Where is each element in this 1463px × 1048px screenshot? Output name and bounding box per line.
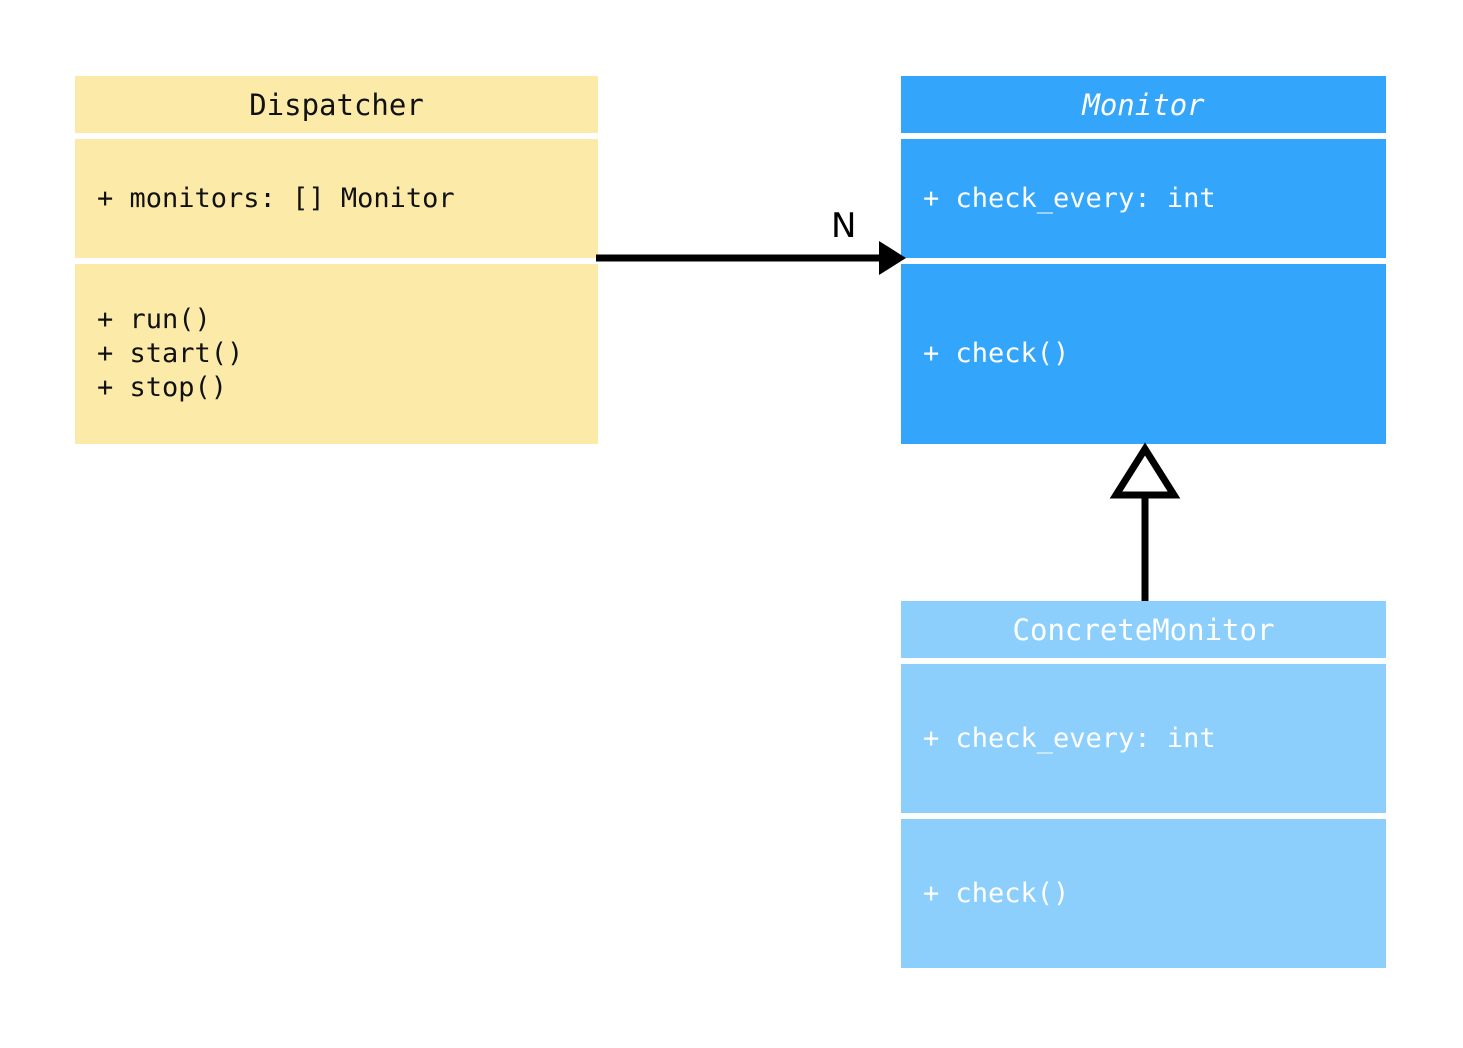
attribute-row: + monitors: [] Monitor <box>97 182 455 214</box>
method-row: + start() <box>97 338 244 369</box>
class-box-monitor[interactable]: Monitor + check_every: int + check() <box>901 76 1386 444</box>
class-title-dispatcher: Dispatcher <box>75 76 598 133</box>
class-divider <box>901 813 1386 819</box>
class-divider <box>901 658 1386 664</box>
method-row: + check() <box>923 877 1070 909</box>
class-attributes-monitor: + check_every: int <box>901 139 1386 258</box>
attribute-row: + check_every: int <box>923 722 1216 754</box>
class-methods-monitor: + check() <box>901 264 1386 444</box>
association-arrow-dispatcher-to-monitor <box>596 241 906 275</box>
method-row: + check() <box>923 338 1070 369</box>
association-multiplicity-label: N <box>831 206 857 246</box>
class-methods-concretemonitor: + check() <box>901 819 1386 968</box>
method-row: + stop() <box>97 372 228 403</box>
class-title-monitor: Monitor <box>901 76 1386 133</box>
class-attributes-dispatcher: + monitors: [] Monitor <box>75 139 598 258</box>
class-title-concretemonitor: ConcreteMonitor <box>901 601 1386 658</box>
class-divider <box>901 133 1386 139</box>
class-attributes-concretemonitor: + check_every: int <box>901 664 1386 813</box>
class-box-dispatcher[interactable]: Dispatcher + monitors: [] Monitor + run(… <box>75 76 598 444</box>
class-divider <box>75 258 598 264</box>
class-divider <box>75 133 598 139</box>
generalization-arrow-concretemonitor-to-monitor <box>1109 442 1181 601</box>
method-row: + run() <box>97 304 211 335</box>
class-box-concretemonitor[interactable]: ConcreteMonitor + check_every: int + che… <box>901 601 1386 968</box>
attribute-row: + check_every: int <box>923 182 1216 214</box>
class-methods-dispatcher: + run() + start() + stop() <box>75 264 598 444</box>
class-divider <box>901 258 1386 264</box>
